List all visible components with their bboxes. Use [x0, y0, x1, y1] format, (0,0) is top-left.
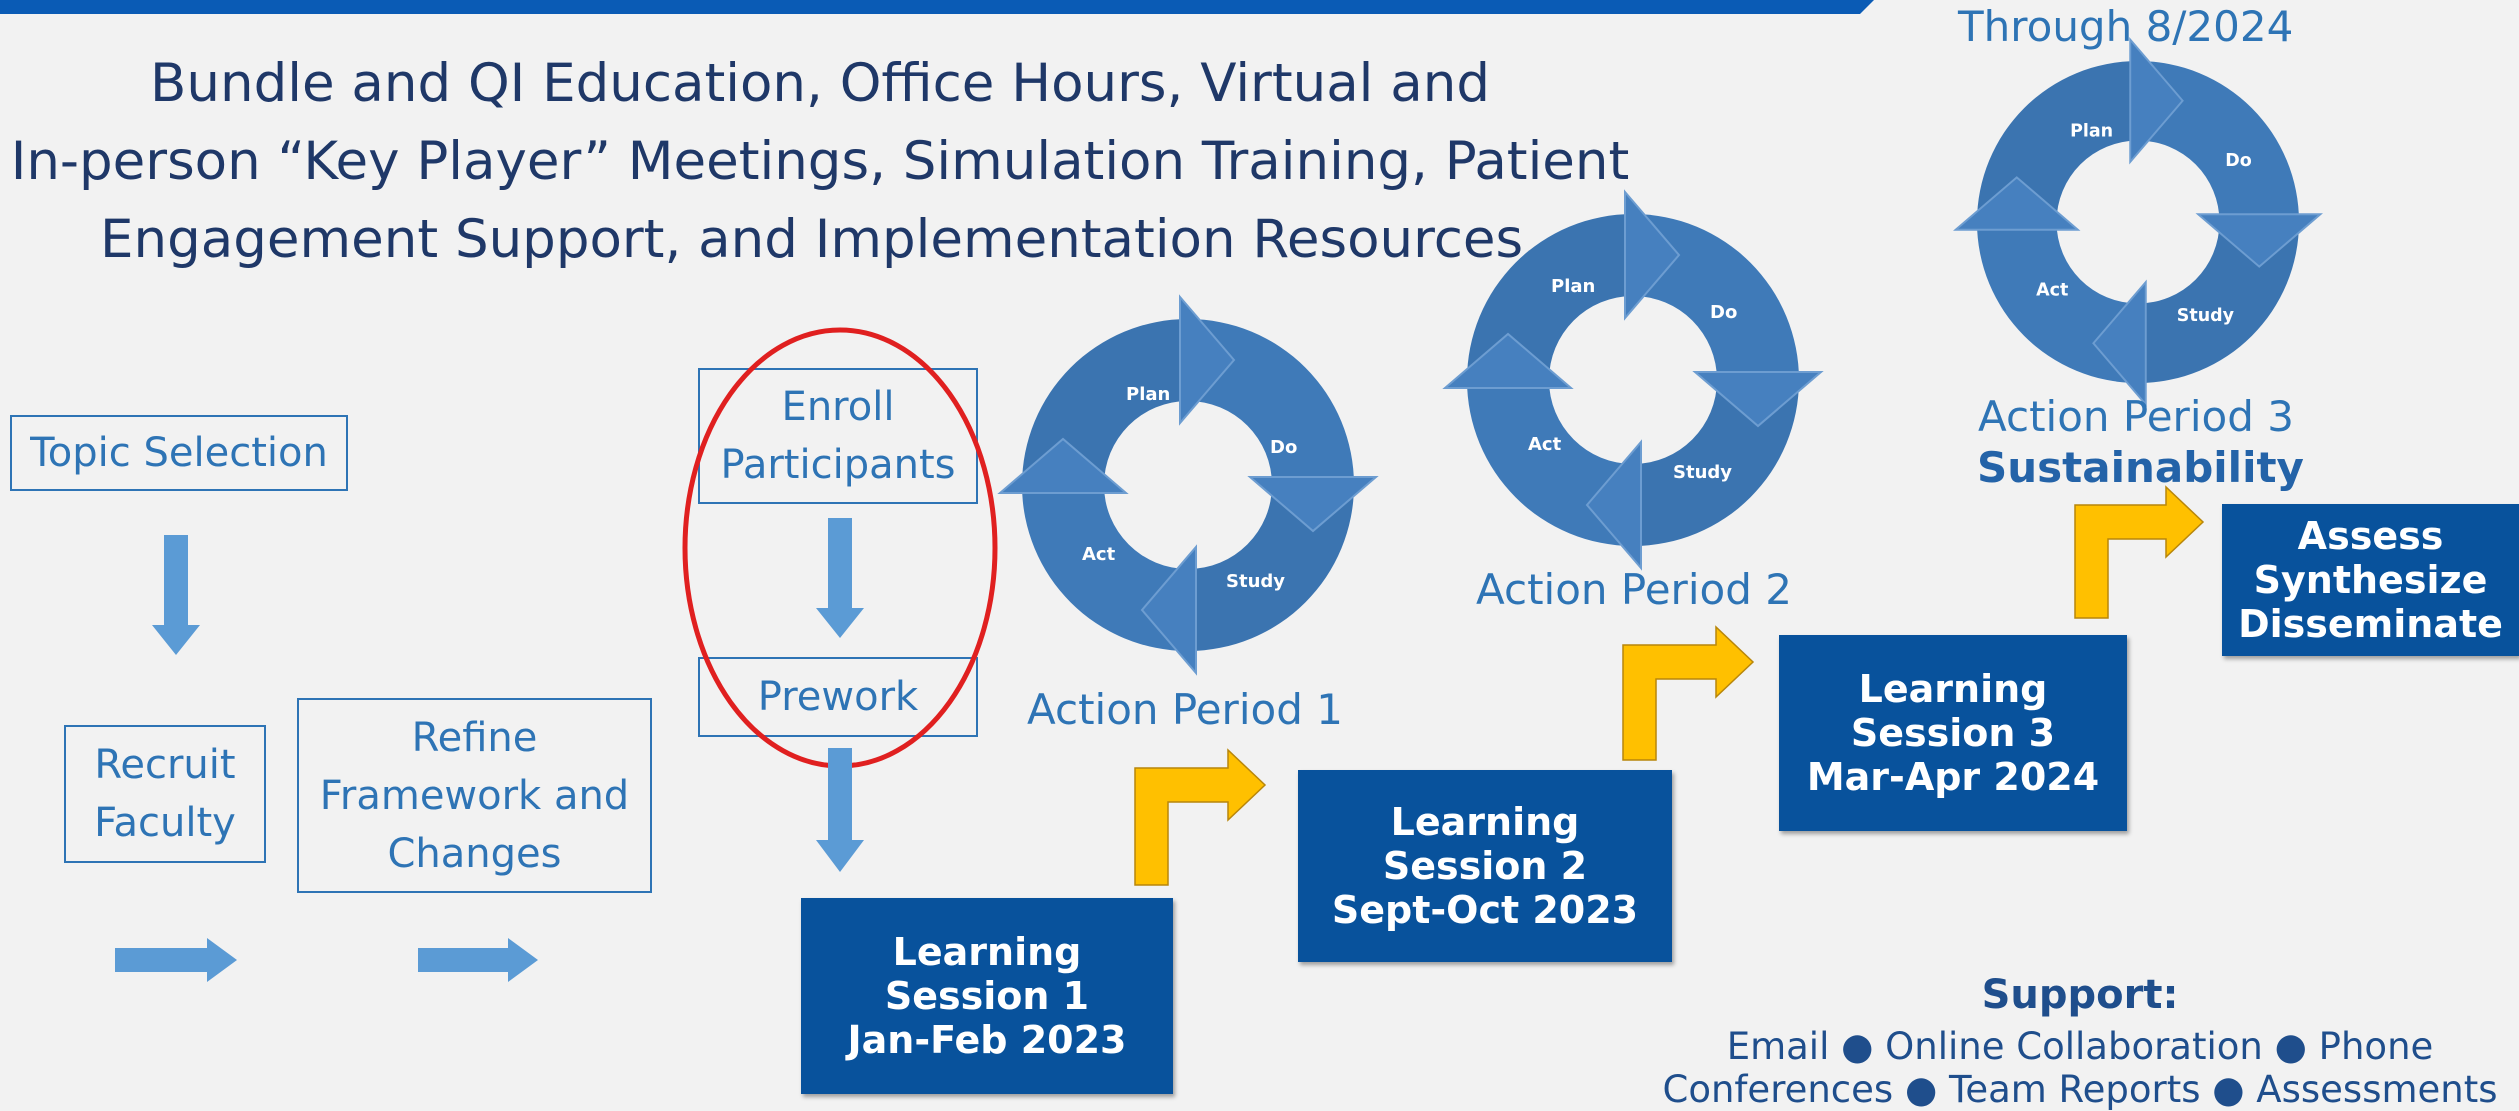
header-line-2: In-person “Key Player” Meetings, Simulat…: [10, 131, 1630, 192]
cycle-2-plan: Plan: [1551, 276, 1595, 297]
learning-session-1-box: Learning Session 1 Jan-Feb 2023: [801, 898, 1173, 1094]
cycle-1-act: Act: [1082, 544, 1116, 565]
header-description: Bundle and QI Education, Office Hours, V…: [0, 45, 1640, 279]
step-arrow-3: [2074, 485, 2205, 619]
step-arrow-2: [1622, 625, 1755, 761]
cycle-1-plan: Plan: [1126, 384, 1170, 405]
pdsa-cycle-2: Plan Do Act Study: [1444, 191, 1822, 569]
through-date-label: Through 8/2024: [1958, 2, 2294, 51]
support-line-1: Email ● Online Collaboration ● Phone: [1726, 1025, 2434, 1068]
cycle-2-do: Do: [1710, 302, 1737, 323]
flow-arrow-down-1: [152, 535, 200, 655]
assess-synthesize-box: Assess Synthesize Disseminate: [2222, 504, 2519, 656]
top-banner-bar: [0, 0, 1860, 14]
prework-box: Prework: [698, 657, 978, 737]
cycle-2-study: Study: [1673, 462, 1732, 483]
enroll-participants-box: Enroll Participants: [698, 368, 978, 504]
recruit-faculty-box: Recruit Faculty: [64, 725, 266, 863]
support-line-2: Conferences ● Team Reports ● Assessments: [1662, 1068, 2498, 1111]
flow-arrow-right-1: [115, 938, 237, 982]
pdsa-cycle-1: Plan Do Act Study: [999, 296, 1377, 674]
header-line-1: Bundle and QI Education, Office Hours, V…: [150, 53, 1490, 114]
support-title: Support:: [1981, 972, 2179, 1018]
cycle-1-study: Study: [1226, 571, 1285, 592]
refine-framework-box: Refine Framework and Changes: [297, 698, 652, 893]
action-period-1-label: Action Period 1: [1027, 685, 1343, 734]
cycle-3-plan: Plan: [2070, 122, 2113, 142]
sustainability-label: Sustainability: [1977, 443, 2304, 492]
cycle-2-act: Act: [1528, 434, 1562, 455]
action-period-2-label: Action Period 2: [1476, 565, 1792, 614]
cycle-1-do: Do: [1270, 437, 1297, 458]
cycle-3-study: Study: [2177, 306, 2235, 326]
topic-selection-box: Topic Selection: [10, 415, 348, 491]
flow-arrow-right-2: [418, 938, 538, 982]
pdsa-cycle-3: Plan Do Act Study: [1954, 38, 2322, 406]
cycle-3-do: Do: [2225, 151, 2251, 171]
cycle-3-act: Act: [2036, 281, 2068, 301]
flow-arrow-down-3: [816, 748, 864, 872]
flow-arrow-down-2: [816, 518, 864, 638]
header-line-3: Engagement Support, and Implementation R…: [100, 209, 1540, 270]
action-period-3-label: Action Period 3: [1978, 392, 2294, 441]
learning-session-3-box: Learning Session 3 Mar-Apr 2024: [1779, 635, 2127, 831]
learning-session-2-box: Learning Session 2 Sept-Oct 2023: [1298, 770, 1672, 962]
step-arrow-1: [1134, 748, 1267, 886]
top-banner-tip: [1860, 0, 1874, 14]
